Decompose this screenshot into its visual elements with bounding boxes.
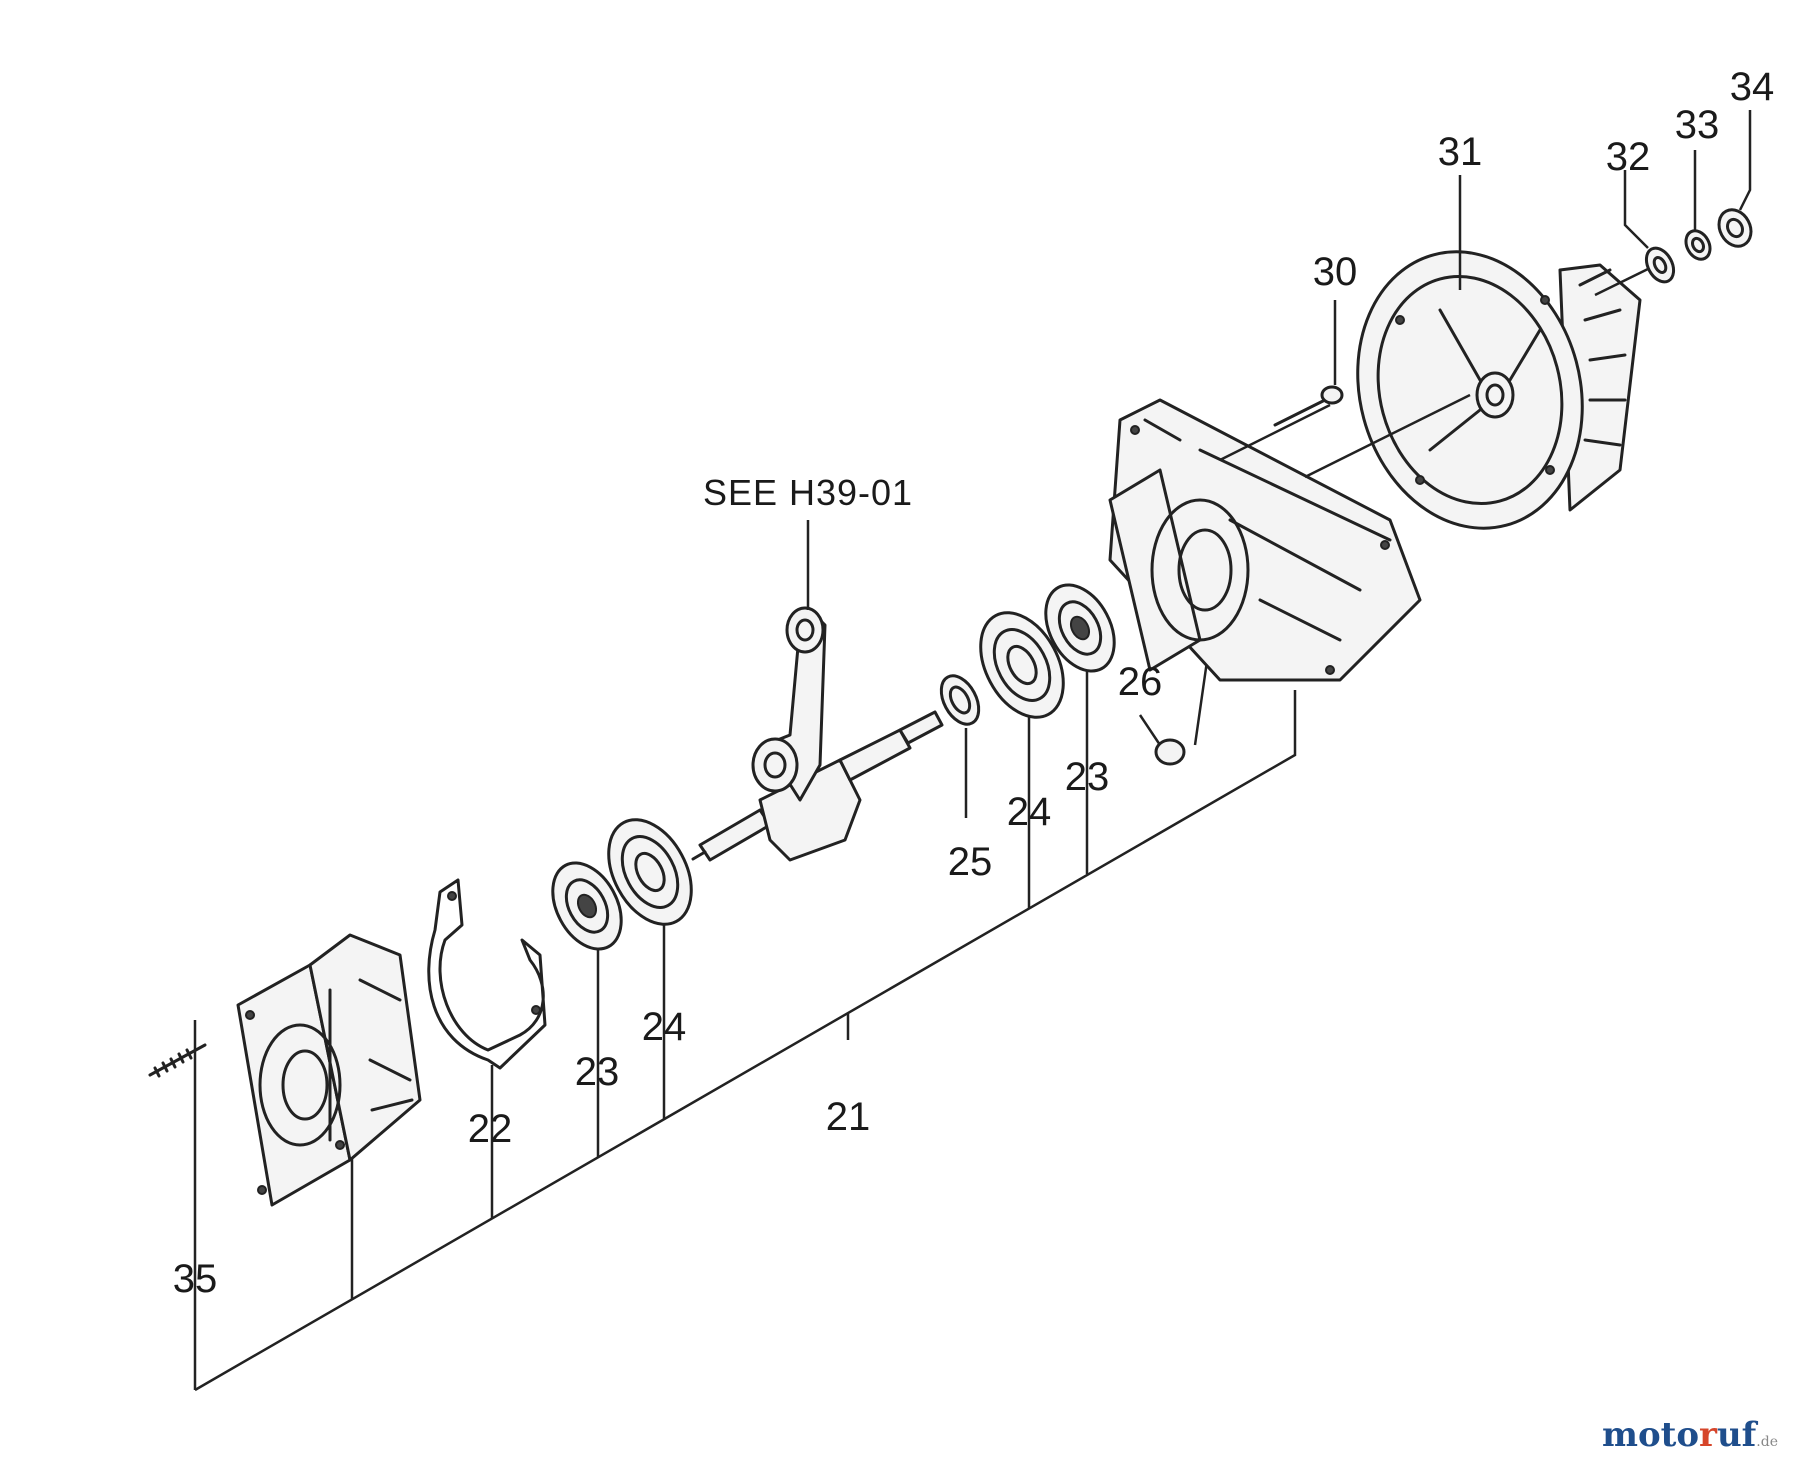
washer-25 xyxy=(939,674,981,818)
crankcase-left-half xyxy=(236,933,422,1207)
callout-31: 31 xyxy=(1438,130,1483,174)
stud-bolt-35 xyxy=(148,1043,207,1078)
callout-22: 22 xyxy=(468,1107,513,1151)
bearing-23-left xyxy=(551,861,623,951)
callout-24-right: 24 xyxy=(1007,790,1052,834)
callout-26: 26 xyxy=(1118,660,1163,704)
watermark-part2: r xyxy=(1699,1415,1717,1455)
nut-33 xyxy=(1684,150,1712,261)
callout-23-left: 23 xyxy=(575,1050,620,1094)
bearing-23-right xyxy=(1044,583,1116,673)
callout-32: 32 xyxy=(1606,135,1651,179)
assembly-bracket-21 xyxy=(193,660,1297,1392)
watermark-suffix: .de xyxy=(1756,1434,1778,1450)
callout-33: 33 xyxy=(1675,103,1720,147)
reference-see-h39-01: SEE H39-01 xyxy=(703,472,913,513)
callout-25: 25 xyxy=(948,840,993,884)
callout-24-left: 24 xyxy=(642,1005,687,1049)
watermark-part3: uf xyxy=(1716,1415,1757,1455)
callout-34: 34 xyxy=(1730,65,1775,109)
screw-30 xyxy=(1273,300,1344,427)
ball-bearing-24-left xyxy=(607,818,693,926)
crankcase-right-half xyxy=(1108,398,1422,682)
nut-34 xyxy=(1717,110,1753,248)
callout-30: 30 xyxy=(1313,250,1358,294)
callout-35: 35 xyxy=(173,1257,218,1301)
flywheel-31 xyxy=(1356,175,1642,530)
ball-bearing-24-right xyxy=(979,611,1065,719)
crankshaft-assembly xyxy=(691,606,944,862)
motoruf-watermark: motoruf.de xyxy=(1602,1415,1778,1455)
plug-26 xyxy=(1138,639,1212,766)
callout-23-right: 23 xyxy=(1065,755,1110,799)
callout-21: 21 xyxy=(826,1095,871,1139)
gasket-22 xyxy=(427,878,547,1070)
watermark-part1: moto xyxy=(1601,1415,1700,1455)
washer-32 xyxy=(1623,170,1676,284)
shaft-axis xyxy=(1219,266,1651,479)
